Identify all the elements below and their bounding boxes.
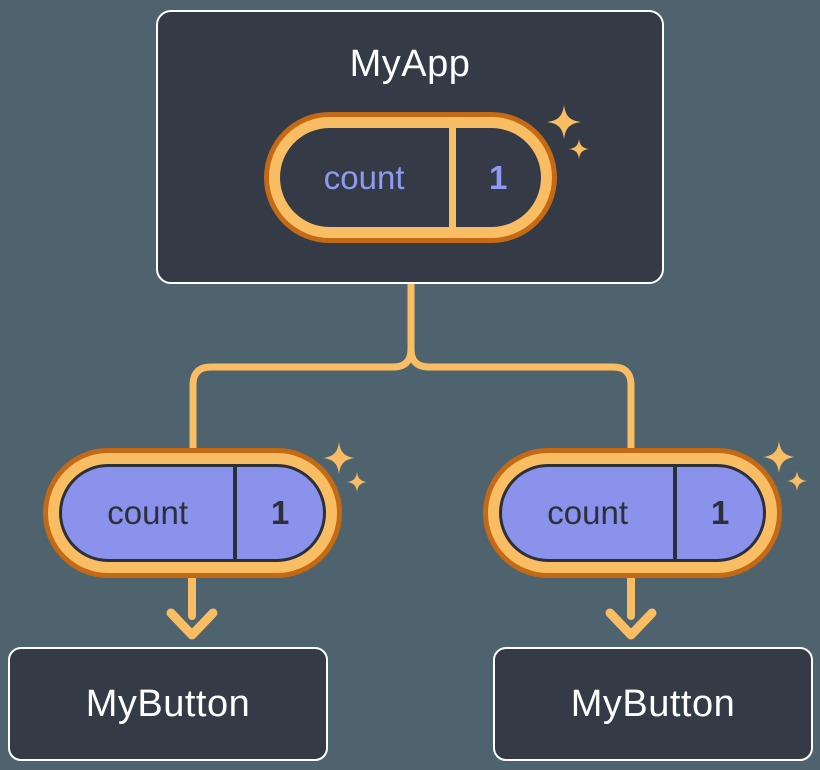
state-value: 1 (488, 158, 508, 196)
prop-value: 1 (710, 494, 730, 531)
state-pill-ring: count 1 (268, 117, 552, 238)
root-component-node: MyApp count 1 (156, 10, 664, 284)
sparkle-icon (347, 472, 367, 492)
sparkle-icon (763, 441, 795, 473)
component-name: MyButton (570, 683, 736, 725)
pill-divider (448, 128, 456, 227)
prop-pill-ring: count 1 (48, 453, 337, 573)
prop-pill-right: count 1 (483, 448, 782, 578)
pill-divider (673, 467, 678, 559)
tree-connector-left-branch (189, 279, 415, 456)
sparkle-icon (787, 471, 807, 491)
component-name: MyButton (85, 683, 251, 725)
state-pill: count 1 (263, 112, 557, 243)
sparkle-icon (323, 442, 355, 474)
prop-name: count (547, 494, 629, 531)
child-component-node-right: MyButton (493, 647, 813, 761)
prop-pill-left: count 1 (43, 448, 342, 578)
arrow-down-icon (605, 608, 657, 640)
tree-connector-right-branch (407, 279, 635, 456)
component-name: MyApp (349, 43, 471, 85)
prop-value: 1 (270, 494, 290, 531)
state-name: count (323, 158, 405, 196)
child-component-node-left: MyButton (8, 647, 328, 761)
prop-pill-ring: count 1 (488, 453, 777, 573)
prop-name: count (107, 494, 189, 531)
pill-divider (233, 467, 238, 559)
arrow-down-icon (166, 608, 218, 640)
